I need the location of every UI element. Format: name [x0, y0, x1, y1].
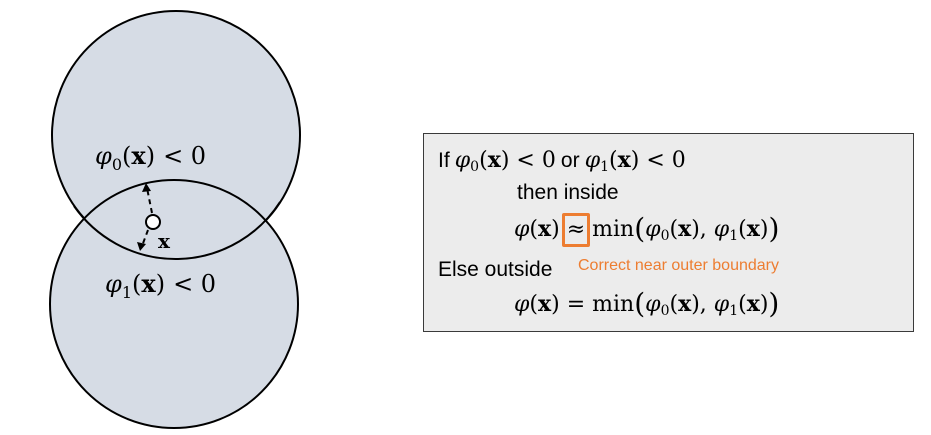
- condition-phi0: φ0(x) < 0: [454, 147, 556, 175]
- dashed-arrow-down: [141, 229, 149, 247]
- then-inside-text: then inside: [517, 181, 619, 204]
- dashed-arrow-up: [146, 187, 153, 214]
- circle-phi0-overlap-arc: [73, 201, 281, 260]
- label-phi1: φ1(x)< 0: [105, 269, 216, 302]
- arrowhead-down: [137, 242, 146, 251]
- circle-phi1: [49, 179, 299, 429]
- arrowhead-up: [142, 183, 151, 192]
- condition-if-line: If φ0(x) < 0 or φ1(x) < 0: [438, 147, 686, 175]
- else-outside-text: Else outside: [438, 258, 553, 281]
- outside-equation: φ(x) = min(φ0(x), φ1(x)): [514, 287, 780, 320]
- condition-phi1: φ1(x) < 0: [584, 147, 686, 175]
- point-x-label: x: [158, 229, 171, 253]
- approx-highlight: ≈: [561, 213, 591, 247]
- condition-box: If φ0(x) < 0 or φ1(x) < 0 then inside φ(…: [423, 133, 914, 332]
- label-phi0: φ0(x)< 0: [95, 141, 206, 174]
- if-word: If: [438, 149, 450, 172]
- or-word: or: [560, 149, 580, 172]
- boundary-note: Correct near outer boundary: [578, 257, 779, 274]
- inside-equation: φ(x)≈min(φ0(x), φ1(x)): [514, 212, 780, 247]
- point-x: [145, 214, 161, 230]
